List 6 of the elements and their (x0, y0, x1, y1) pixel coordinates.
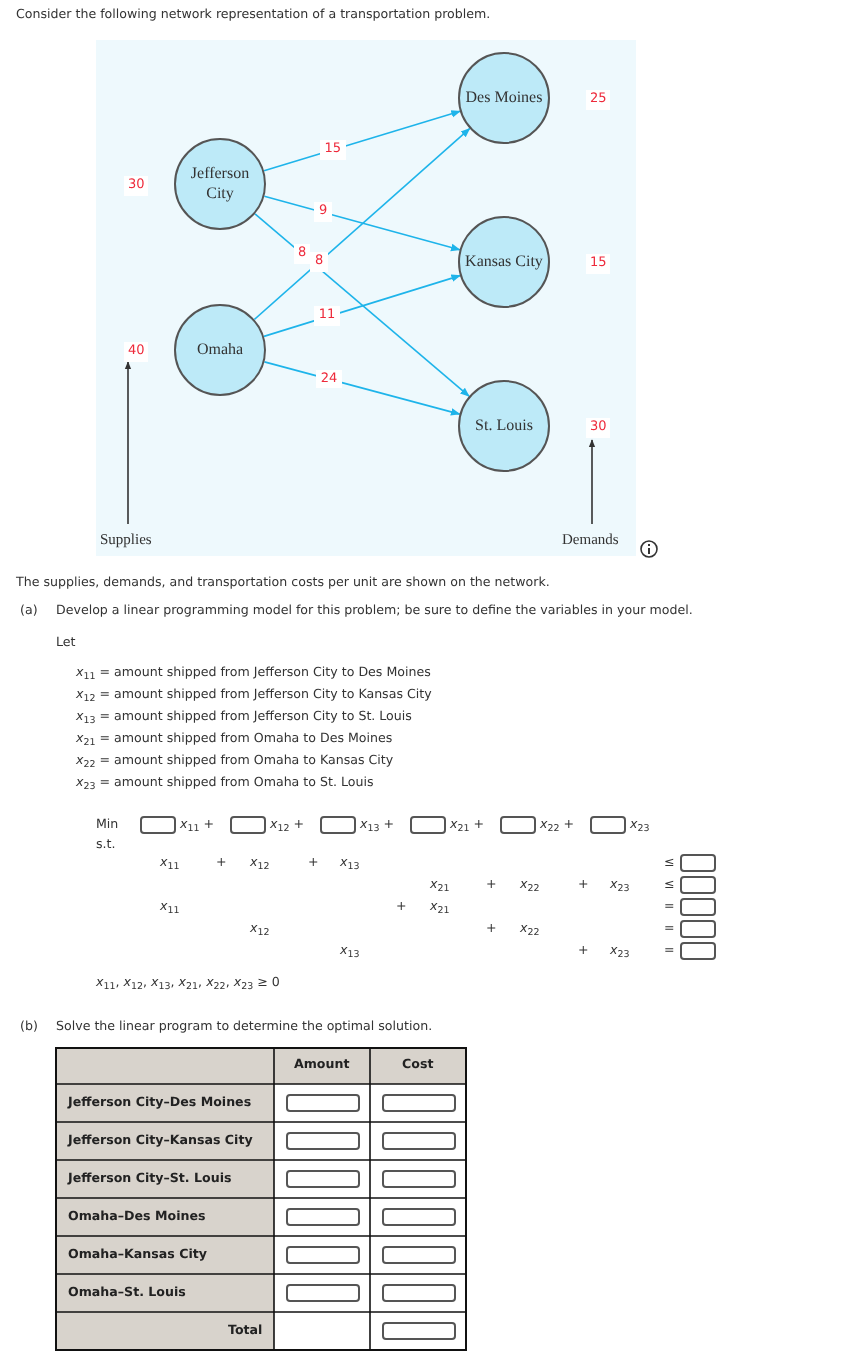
arrow (263, 361, 461, 416)
arrow (263, 274, 461, 338)
arrow (254, 213, 470, 397)
arrow (263, 195, 461, 252)
arrow (253, 127, 471, 321)
arrow (263, 110, 461, 172)
